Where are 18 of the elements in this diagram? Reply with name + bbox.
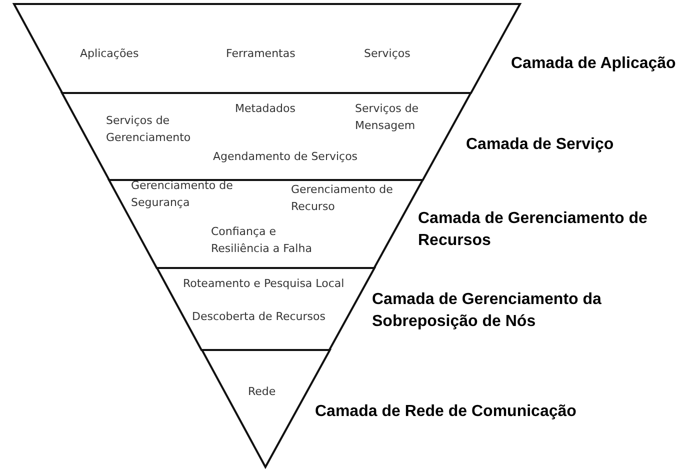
component-label: Confiança e Resiliência a Falha xyxy=(210,224,313,257)
component-label: Ferramentas xyxy=(226,46,296,62)
component-label: Metadados xyxy=(234,101,296,117)
layer-title: Camada de Rede de Comunicação xyxy=(315,402,578,422)
component-label: Gerenciamento de Recurso xyxy=(290,182,394,215)
layer-title: Camada de Aplicação xyxy=(511,54,677,74)
layer-title: Camada de Gerenciamento de Recursos xyxy=(418,209,648,251)
layer-title: Camada de Gerenciamento da Sobreposição de Nós xyxy=(372,290,602,332)
component-label: Serviços de Mensagem xyxy=(354,101,420,134)
component-label: Agendamento de Serviços xyxy=(212,149,359,165)
component-label: Gerenciamento de Segurança xyxy=(130,178,234,211)
component-label: Roteamento e Pesquisa Local xyxy=(182,276,346,292)
layer-title: Camada de Serviço xyxy=(466,135,615,155)
component-label: Serviços xyxy=(364,46,412,62)
component-label: Serviços de Gerenciamento xyxy=(106,113,192,146)
component-label: Descoberta de Recursos xyxy=(192,309,326,325)
component-label: Rede xyxy=(248,384,277,400)
component-label: Aplicações xyxy=(80,46,140,62)
